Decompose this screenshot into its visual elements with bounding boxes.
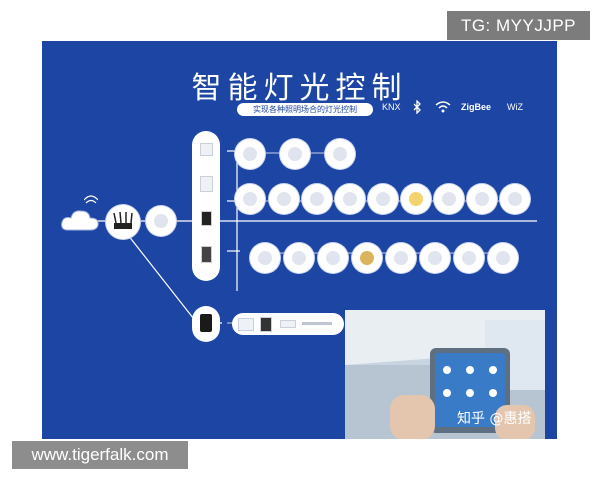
product-node [368, 184, 398, 214]
protocol-zigbee: ZigBee [461, 102, 492, 112]
tg-label: TG: MYYJJPP [447, 11, 590, 40]
screen-device [238, 318, 254, 331]
wifi-icon [435, 101, 451, 113]
product-node [401, 184, 431, 214]
protocol-wiz: WiZ [507, 102, 523, 112]
controller-column [192, 131, 220, 281]
product-node [269, 184, 299, 214]
gateway-node [106, 205, 140, 239]
hub-node [146, 206, 176, 236]
assistant-devices-strip [232, 313, 344, 335]
phone [201, 246, 212, 263]
product-node [454, 243, 484, 273]
product-node [352, 243, 382, 273]
voice-assistant-pill [192, 306, 220, 342]
switch-panel [200, 143, 213, 156]
product-node [500, 184, 530, 214]
poster-subtitle: 实现各种照明场合的灯光控制 [237, 103, 373, 116]
router-icon [113, 211, 133, 229]
cloud-icon [61, 210, 99, 231]
product-node [434, 184, 464, 214]
product-node [250, 243, 280, 273]
site-url-label: www.tigerfalk.com [12, 441, 188, 469]
wall-switch [200, 176, 213, 192]
product-node [235, 184, 265, 214]
router-device [260, 317, 272, 332]
tablet-control-photo [345, 310, 545, 439]
signal-icon [84, 195, 98, 204]
poster-title: 智能灯光控制 [191, 71, 408, 106]
protocol-knx: KNX [382, 102, 401, 112]
product-node [235, 139, 265, 169]
product-node [325, 139, 355, 169]
product-node [318, 243, 348, 273]
product-node [420, 243, 450, 273]
product-node [467, 184, 497, 214]
product-node [284, 243, 314, 273]
strip-device [280, 320, 296, 328]
controller [201, 211, 212, 226]
zhihu-watermark: 知乎 @惠搭 [457, 411, 532, 427]
speaker [200, 314, 212, 332]
bluetooth-icon [413, 100, 421, 114]
smart-lighting-poster: 智能灯光控制 实现各种照明场合的灯光控制 KNX ZigBee WiZ [42, 41, 557, 439]
light-strip [302, 322, 332, 325]
product-node [335, 184, 365, 214]
product-node [488, 243, 518, 273]
product-node [386, 243, 416, 273]
product-node [302, 184, 332, 214]
office-scene [345, 310, 545, 439]
product-node [280, 139, 310, 169]
